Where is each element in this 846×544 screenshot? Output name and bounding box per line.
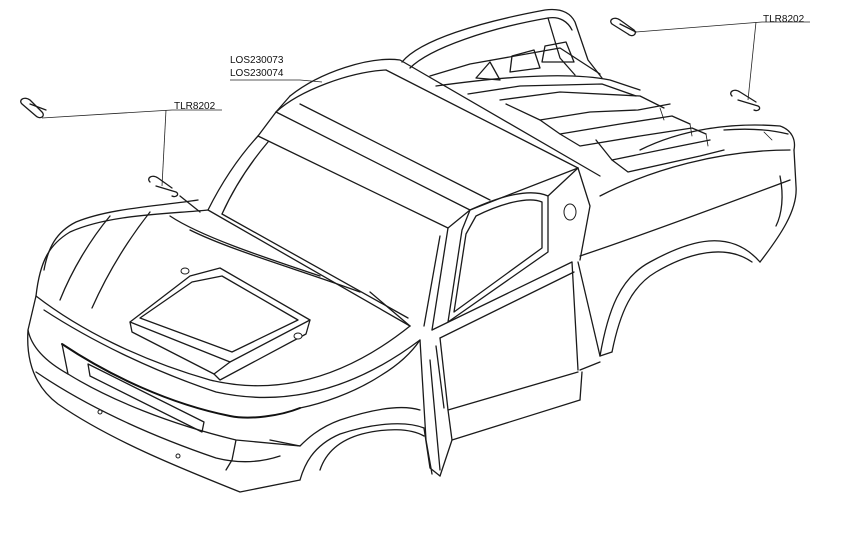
roof-cab: [207, 58, 601, 441]
front-end: [27, 295, 453, 493]
leader-lines: [41, 21, 810, 187]
callout-clip-left: TLR8202: [174, 101, 216, 112]
rear-fender: [577, 149, 797, 401]
callout-body-part-2: LOS230074: [230, 68, 284, 79]
rear-deck: [401, 8, 796, 197]
body-clip-right: [610, 17, 637, 37]
body-clip-right-installed: [730, 89, 761, 112]
callout-body-part-1: LOS230073: [230, 55, 284, 66]
callout-clip-right: TLR8202: [763, 14, 805, 25]
hood: [35, 195, 421, 399]
body-clip-left: [20, 97, 47, 119]
body-clip-left-installed: [148, 175, 179, 198]
